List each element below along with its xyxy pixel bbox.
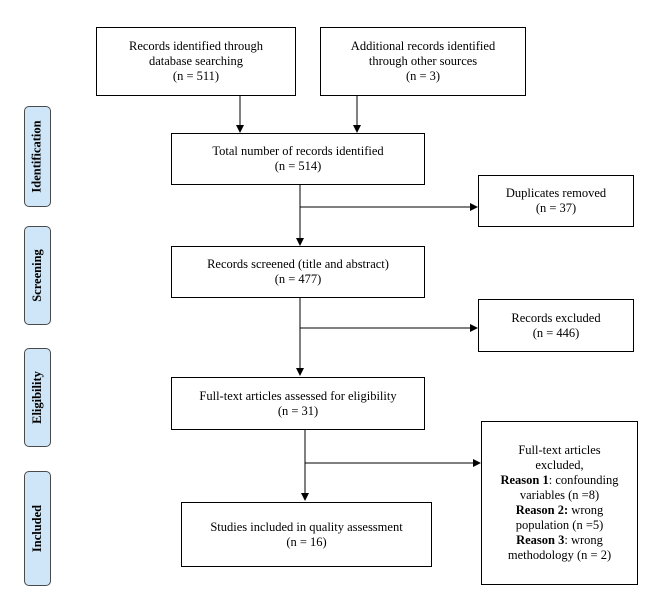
box-count: (n = 477) [274, 272, 322, 286]
records-screened-box: Records screened (title and abstract) (n… [171, 246, 425, 298]
reason-text: : confounding [548, 473, 619, 487]
reason-text: variables (n =8) [519, 488, 600, 502]
reason-label: Reason 3 [516, 533, 565, 547]
stage-screening: Screening [24, 226, 51, 325]
stage-label: Identification [30, 120, 45, 193]
total-records-box: Total number of records identified (n = … [171, 133, 425, 185]
reason-2: Reason 2: wrong [516, 503, 604, 518]
box-count: (n = 31) [277, 403, 319, 418]
box-count: (n = 511) [172, 69, 220, 83]
box-text: Full-text articles [518, 443, 601, 457]
reason-text: wrong [568, 503, 604, 517]
reason-text: methodology (n = 2) [507, 548, 612, 562]
reason-text: : wrong [564, 533, 603, 547]
records-database-box: Records identified through database sear… [96, 27, 296, 96]
duplicates-removed-box: Duplicates removed (n = 37) [478, 175, 634, 227]
stage-label: Screening [30, 249, 45, 302]
box-text: through other sources [368, 54, 478, 68]
box-count: (n = 3) [405, 69, 441, 83]
records-excluded-box: Records excluded (n = 446) [478, 299, 634, 352]
studies-included-box: Studies included in quality assessment (… [181, 502, 432, 567]
box-text: Records screened (title and abstract) [207, 257, 389, 271]
box-count: (n = 37) [535, 201, 577, 215]
stage-identification: Identification [24, 106, 51, 207]
stage-eligibility: Eligibility [24, 348, 51, 447]
box-text: Additional records identified [350, 39, 496, 53]
box-count: (n = 446) [532, 325, 580, 340]
box-text: excluded, [535, 458, 584, 472]
box-count: (n = 16) [286, 534, 327, 549]
box-count: (n = 514) [274, 159, 322, 173]
box-text: Duplicates removed [505, 186, 607, 200]
box-text: Records identified through [129, 39, 263, 53]
fulltext-assessed-box: Full-text articles assessed for eligibil… [171, 377, 425, 430]
box-text: Total number of records identified [212, 144, 384, 158]
box-text: Full-text articles assessed for eligibil… [199, 388, 397, 403]
reason-text: population (n =5) [515, 518, 604, 532]
stage-label: Included [30, 504, 44, 553]
records-other-sources-box: Additional records identified through ot… [320, 27, 526, 96]
stage-label: Eligibility [30, 371, 45, 424]
box-text: database searching [148, 54, 244, 68]
reason-label: Reason 2: [515, 503, 569, 517]
reason-3: Reason 3: wrong [516, 533, 603, 548]
reason-label: Reason 1 [500, 473, 549, 487]
fulltext-excluded-box: Full-text articles excluded, Reason 1: c… [481, 421, 638, 585]
reason-1: Reason 1: confounding [500, 473, 618, 488]
box-text: Records excluded [511, 310, 601, 325]
box-text: Studies included in quality assessment [210, 519, 403, 534]
stage-included: Included [24, 471, 51, 586]
